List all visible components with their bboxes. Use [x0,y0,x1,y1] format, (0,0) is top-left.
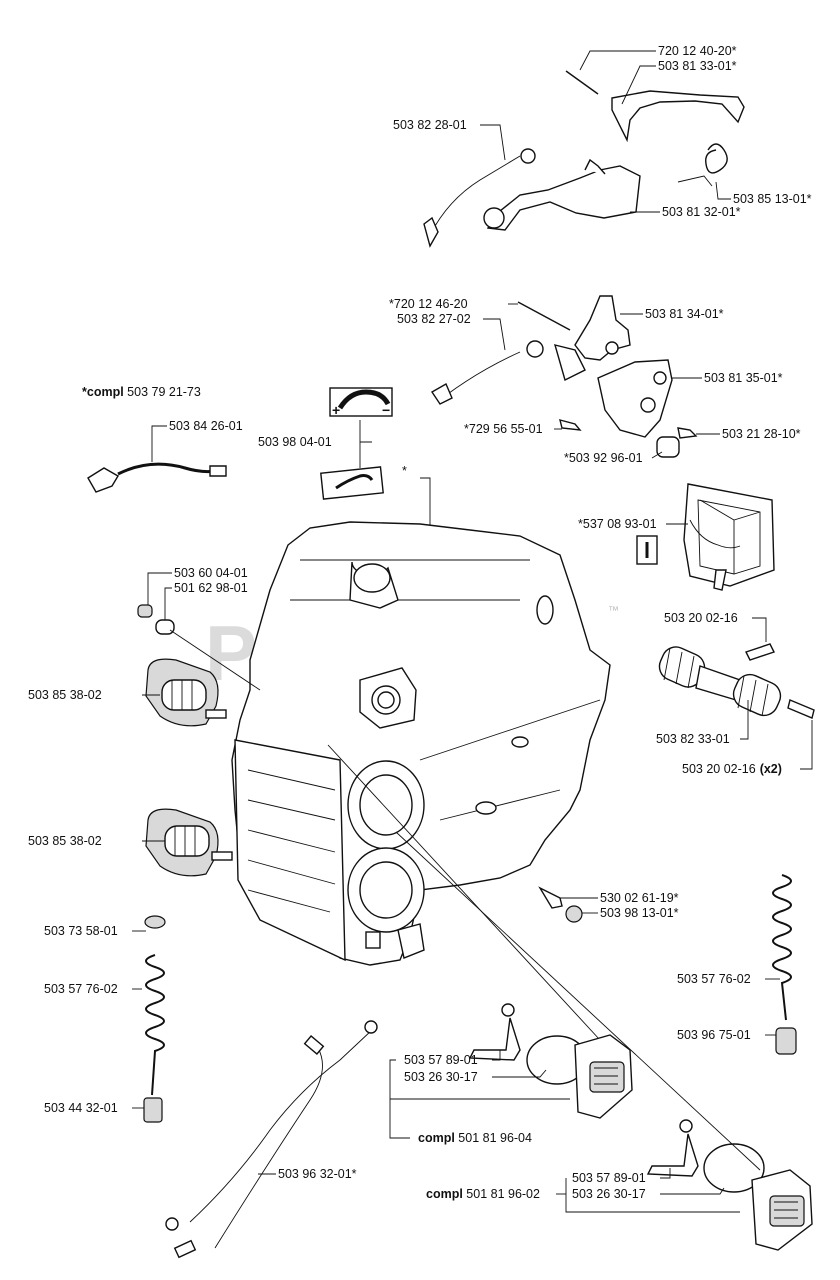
label-compl-04-word: compl [418,1131,455,1145]
label-503-60-04-01: 503 60 04-01 [174,566,248,580]
fuel-line-right [772,874,797,1055]
anti-vibration-element-b [145,808,233,877]
label-compl-501-81-96-02: compl 501 81 96-02 [426,1187,540,1201]
label-720-12-40-20: 720 12 40-20* [658,44,737,58]
label-503-82-28-01: 503 82 28-01 [393,118,467,132]
label-729-56-55-01: *729 56 55-01 [464,422,543,436]
bushings [137,604,175,635]
tank-rotation-symbol: + − [320,387,393,500]
label-503-96-32-01: 503 96 32-01* [278,1167,357,1181]
svg-text:−: − [382,402,390,418]
cap-assembly-1 [327,744,633,1119]
label-503-85-38-02-a: 503 85 38-02 [28,688,102,702]
label-compl-word: compl [87,385,124,399]
anti-vibration-element-right [658,643,815,719]
label-503-81-34-01: 503 81 34-01* [645,307,724,321]
label-503-98-04-01: 503 98 04-01 [258,435,332,449]
label-503-85-38-02-b: 503 85 38-02 [28,834,102,848]
anti-vibration-element-a [145,658,227,727]
label-503-26-30-17-a: 503 26 30-17 [404,1070,478,1084]
cable-503-84-26-01 [87,462,227,493]
label-503-73-58-01: 503 73 58-01 [44,924,118,938]
label-503-85-13-01: 503 85 13-01* [733,192,812,206]
label-503-96-75-01: 503 96 75-01 [677,1028,751,1042]
label-503-92-96-01: *503 92 96-01 [564,451,643,465]
fuel-tank-housing [231,521,611,966]
stop-control-assembly [431,295,698,458]
label-530-02-61-19: 530 02 61-19* [600,891,679,905]
label-503-82-33-01: 503 82 33-01 [656,732,730,746]
label-503-81-33-01: 503 81 33-01* [658,59,737,73]
svg-text:+: + [332,402,340,418]
label-503-44-32-01: 503 44 32-01 [44,1101,118,1115]
label-503-84-26-01: 503 84 26-01 [169,419,243,433]
label-503-20-02-16-a: 503 20 02-16 [664,611,738,625]
label-compl-star: * [82,385,87,399]
watermark-trademark: ™ [608,605,619,617]
label-503-81-35-01: 503 81 35-01* [704,371,783,385]
cap-assembly-2 [395,831,813,1251]
label-503-57-89-01-a: 503 57 89-01 [404,1053,478,1067]
label-compl-02-num: 501 81 96-02 [463,1187,540,1201]
label-503-20-02-16-b-num: 503 20 02-16 [682,762,756,776]
label-503-57-89-01-b: 503 57 89-01 [572,1171,646,1185]
label-503-81-32-01: 503 81 32-01* [662,205,741,219]
label-537-08-93-01: *537 08 93-01 [578,517,657,531]
air-filter-cover [683,483,775,591]
label-star: * [402,464,407,478]
throttle-trigger-assembly [423,70,745,248]
screw-and-cap [538,886,583,923]
label-compl-number: 503 79 21-73 [124,385,201,399]
label-compl-503-79-21-73: *compl 503 79 21-73 [82,385,201,399]
label-503-21-28-10: 503 21 28-10* [722,427,801,441]
label-compl-04-num: 501 81 96-04 [455,1131,532,1145]
label-720-12-46-20: *720 12 46-20 [389,297,468,311]
label-compl-02-word: compl [426,1187,463,1201]
label-compl-501-81-96-04: compl 501 81 96-04 [418,1131,532,1145]
label-503-57-76-02-b: 503 57 76-02 [677,972,751,986]
label-503-20-02-16-b: 503 20 02-16 (x2) [682,762,782,776]
label-503-26-30-17-b: 503 26 30-17 [572,1187,646,1201]
fuel-line-left [143,915,166,1123]
label-501-62-98-01: 501 62 98-01 [174,581,248,595]
label-503-82-27-02: 503 82 27-02 [397,312,471,326]
label-503-57-76-02-a: 503 57 76-02 [44,982,118,996]
label-x2: (x2) [760,762,782,776]
label-503-98-13-01: 503 98 13-01* [600,906,679,920]
wiring-harness [165,1020,378,1259]
